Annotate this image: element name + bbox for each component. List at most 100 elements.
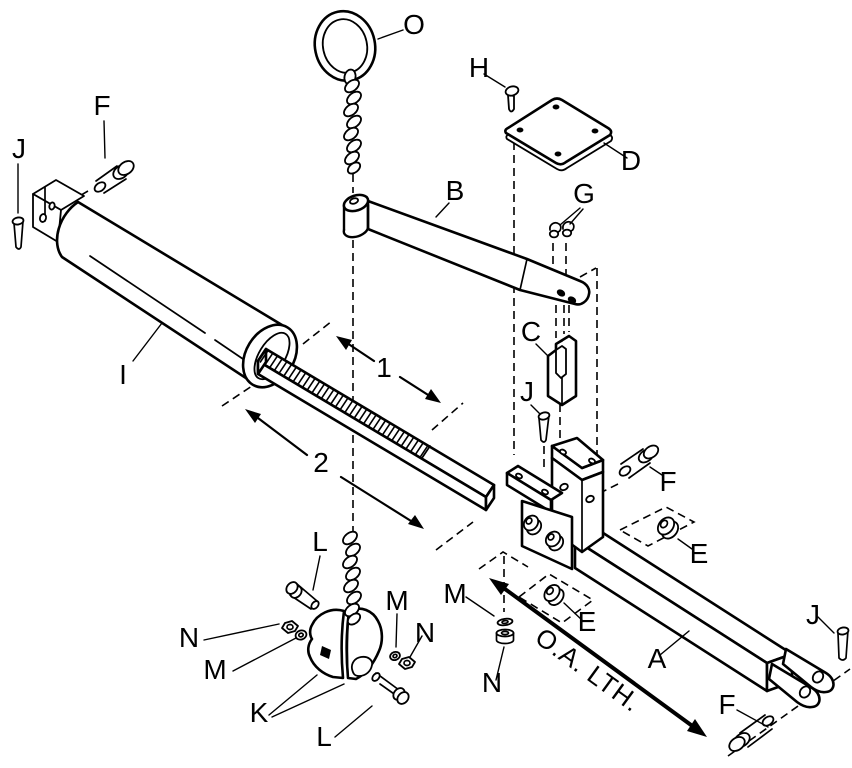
label-j-center: J <box>520 376 534 407</box>
rear-flange-hole <box>559 448 567 456</box>
bolt-shank <box>739 714 773 748</box>
front-flange-hole <box>541 488 549 496</box>
washer-ring <box>294 629 308 641</box>
tube-end-bracket <box>32 179 85 243</box>
clevis-edge <box>555 340 563 406</box>
label-c: C <box>521 316 541 347</box>
dim1-arrowhead <box>425 389 441 403</box>
nut-n-left <box>281 620 299 634</box>
label-n-left: N <box>179 622 199 653</box>
chain-link <box>346 114 362 130</box>
tube-body <box>55 200 284 388</box>
nut-hole <box>500 630 510 636</box>
hub-bottom <box>342 226 370 239</box>
hub-hole <box>349 197 359 205</box>
washer-ring <box>496 617 514 627</box>
dimension-arrow-1 <box>336 336 441 403</box>
mount-bracket-front <box>505 464 574 571</box>
rack-end-face <box>484 483 496 512</box>
nut-n-right <box>398 656 416 670</box>
bolt-f2-dash <box>591 483 619 498</box>
screw-g-coil <box>549 221 562 233</box>
rear-plate-hole <box>585 494 595 504</box>
washer-m-left <box>294 629 308 641</box>
chain-link <box>346 161 362 175</box>
washer-m-right <box>389 650 401 662</box>
screw-head <box>396 691 410 705</box>
oa-shaft <box>503 587 693 727</box>
washer-ring <box>389 650 401 662</box>
wheel-k <box>306 607 384 681</box>
plate-face <box>504 97 613 166</box>
nut-hole <box>286 623 294 631</box>
dim2-arrowhead <box>245 409 261 423</box>
screw-l-upper <box>285 581 320 610</box>
rack-teeth <box>259 350 429 459</box>
oa-arrowhead <box>687 719 707 737</box>
rear-plate-hole <box>559 482 569 492</box>
label-e-lower: E <box>578 606 597 637</box>
nut-hole <box>403 659 411 667</box>
washer-hole <box>297 632 305 638</box>
handle-bend-line <box>519 258 528 291</box>
screw-g-coil <box>562 220 575 232</box>
rack-teeth-boundary <box>421 445 431 459</box>
plate-hole <box>554 151 562 157</box>
pin-j-upper-left <box>11 216 25 250</box>
bolt-head <box>642 444 660 460</box>
chain-link <box>343 102 359 118</box>
bracket-hole <box>39 213 47 223</box>
bushing-hole <box>659 519 669 529</box>
clevis-tab-hole <box>798 685 812 699</box>
wheel-chain-slot <box>320 646 331 659</box>
label-l-lower: L <box>316 721 332 752</box>
label-f-center: F <box>659 466 676 497</box>
lower-plane-corner <box>478 551 529 612</box>
washer-hole <box>501 619 509 625</box>
g-screw-dashes <box>552 243 567 274</box>
overall-length-arrow <box>489 578 707 737</box>
chain-link <box>342 554 358 570</box>
arm-end-plane-dash <box>579 267 598 460</box>
bushing-e-lower <box>543 584 565 606</box>
plate-d <box>504 97 614 172</box>
pin-head <box>537 411 551 421</box>
label-i: I <box>119 359 127 390</box>
nut-n-center <box>495 628 515 645</box>
bolt-shank <box>620 448 651 479</box>
label-k: K <box>250 697 269 728</box>
label-d: D <box>621 145 641 176</box>
label-n-right: N <box>415 617 435 648</box>
rear-flange-hole <box>588 457 596 465</box>
pull-ring-o <box>313 9 377 86</box>
label-b: B <box>446 175 465 206</box>
front-flange-hole <box>515 472 523 480</box>
dim1-ticks <box>302 320 464 431</box>
screw-g-head <box>548 229 560 239</box>
label-e-upper: E <box>690 538 709 569</box>
pin-j-lower-right <box>836 626 850 661</box>
label-m-center: M <box>443 578 466 609</box>
wheel-opening <box>350 655 374 677</box>
bolt-f-upper-left <box>93 160 135 194</box>
screw-head <box>504 85 520 97</box>
hub-side <box>342 203 370 232</box>
clevis-c <box>546 334 578 407</box>
screw-g-head <box>561 228 573 238</box>
label-dim-2: 2 <box>313 447 329 478</box>
bolt-f-center <box>618 444 660 479</box>
screw-tip <box>371 672 381 682</box>
bolt-head <box>728 736 746 752</box>
rack-side-face <box>256 359 488 512</box>
nut-hex <box>398 656 416 670</box>
label-j-upper-left: J <box>12 133 26 164</box>
washer-hole <box>392 653 398 659</box>
label-f-lower-right: F <box>718 689 735 720</box>
chain-link <box>345 542 361 558</box>
chain-link <box>346 90 362 106</box>
pin-body <box>13 220 24 250</box>
handle-hole <box>556 289 566 297</box>
bolt-tip <box>93 181 107 193</box>
screw-l-lower <box>371 672 410 705</box>
handle-hole <box>567 296 577 304</box>
